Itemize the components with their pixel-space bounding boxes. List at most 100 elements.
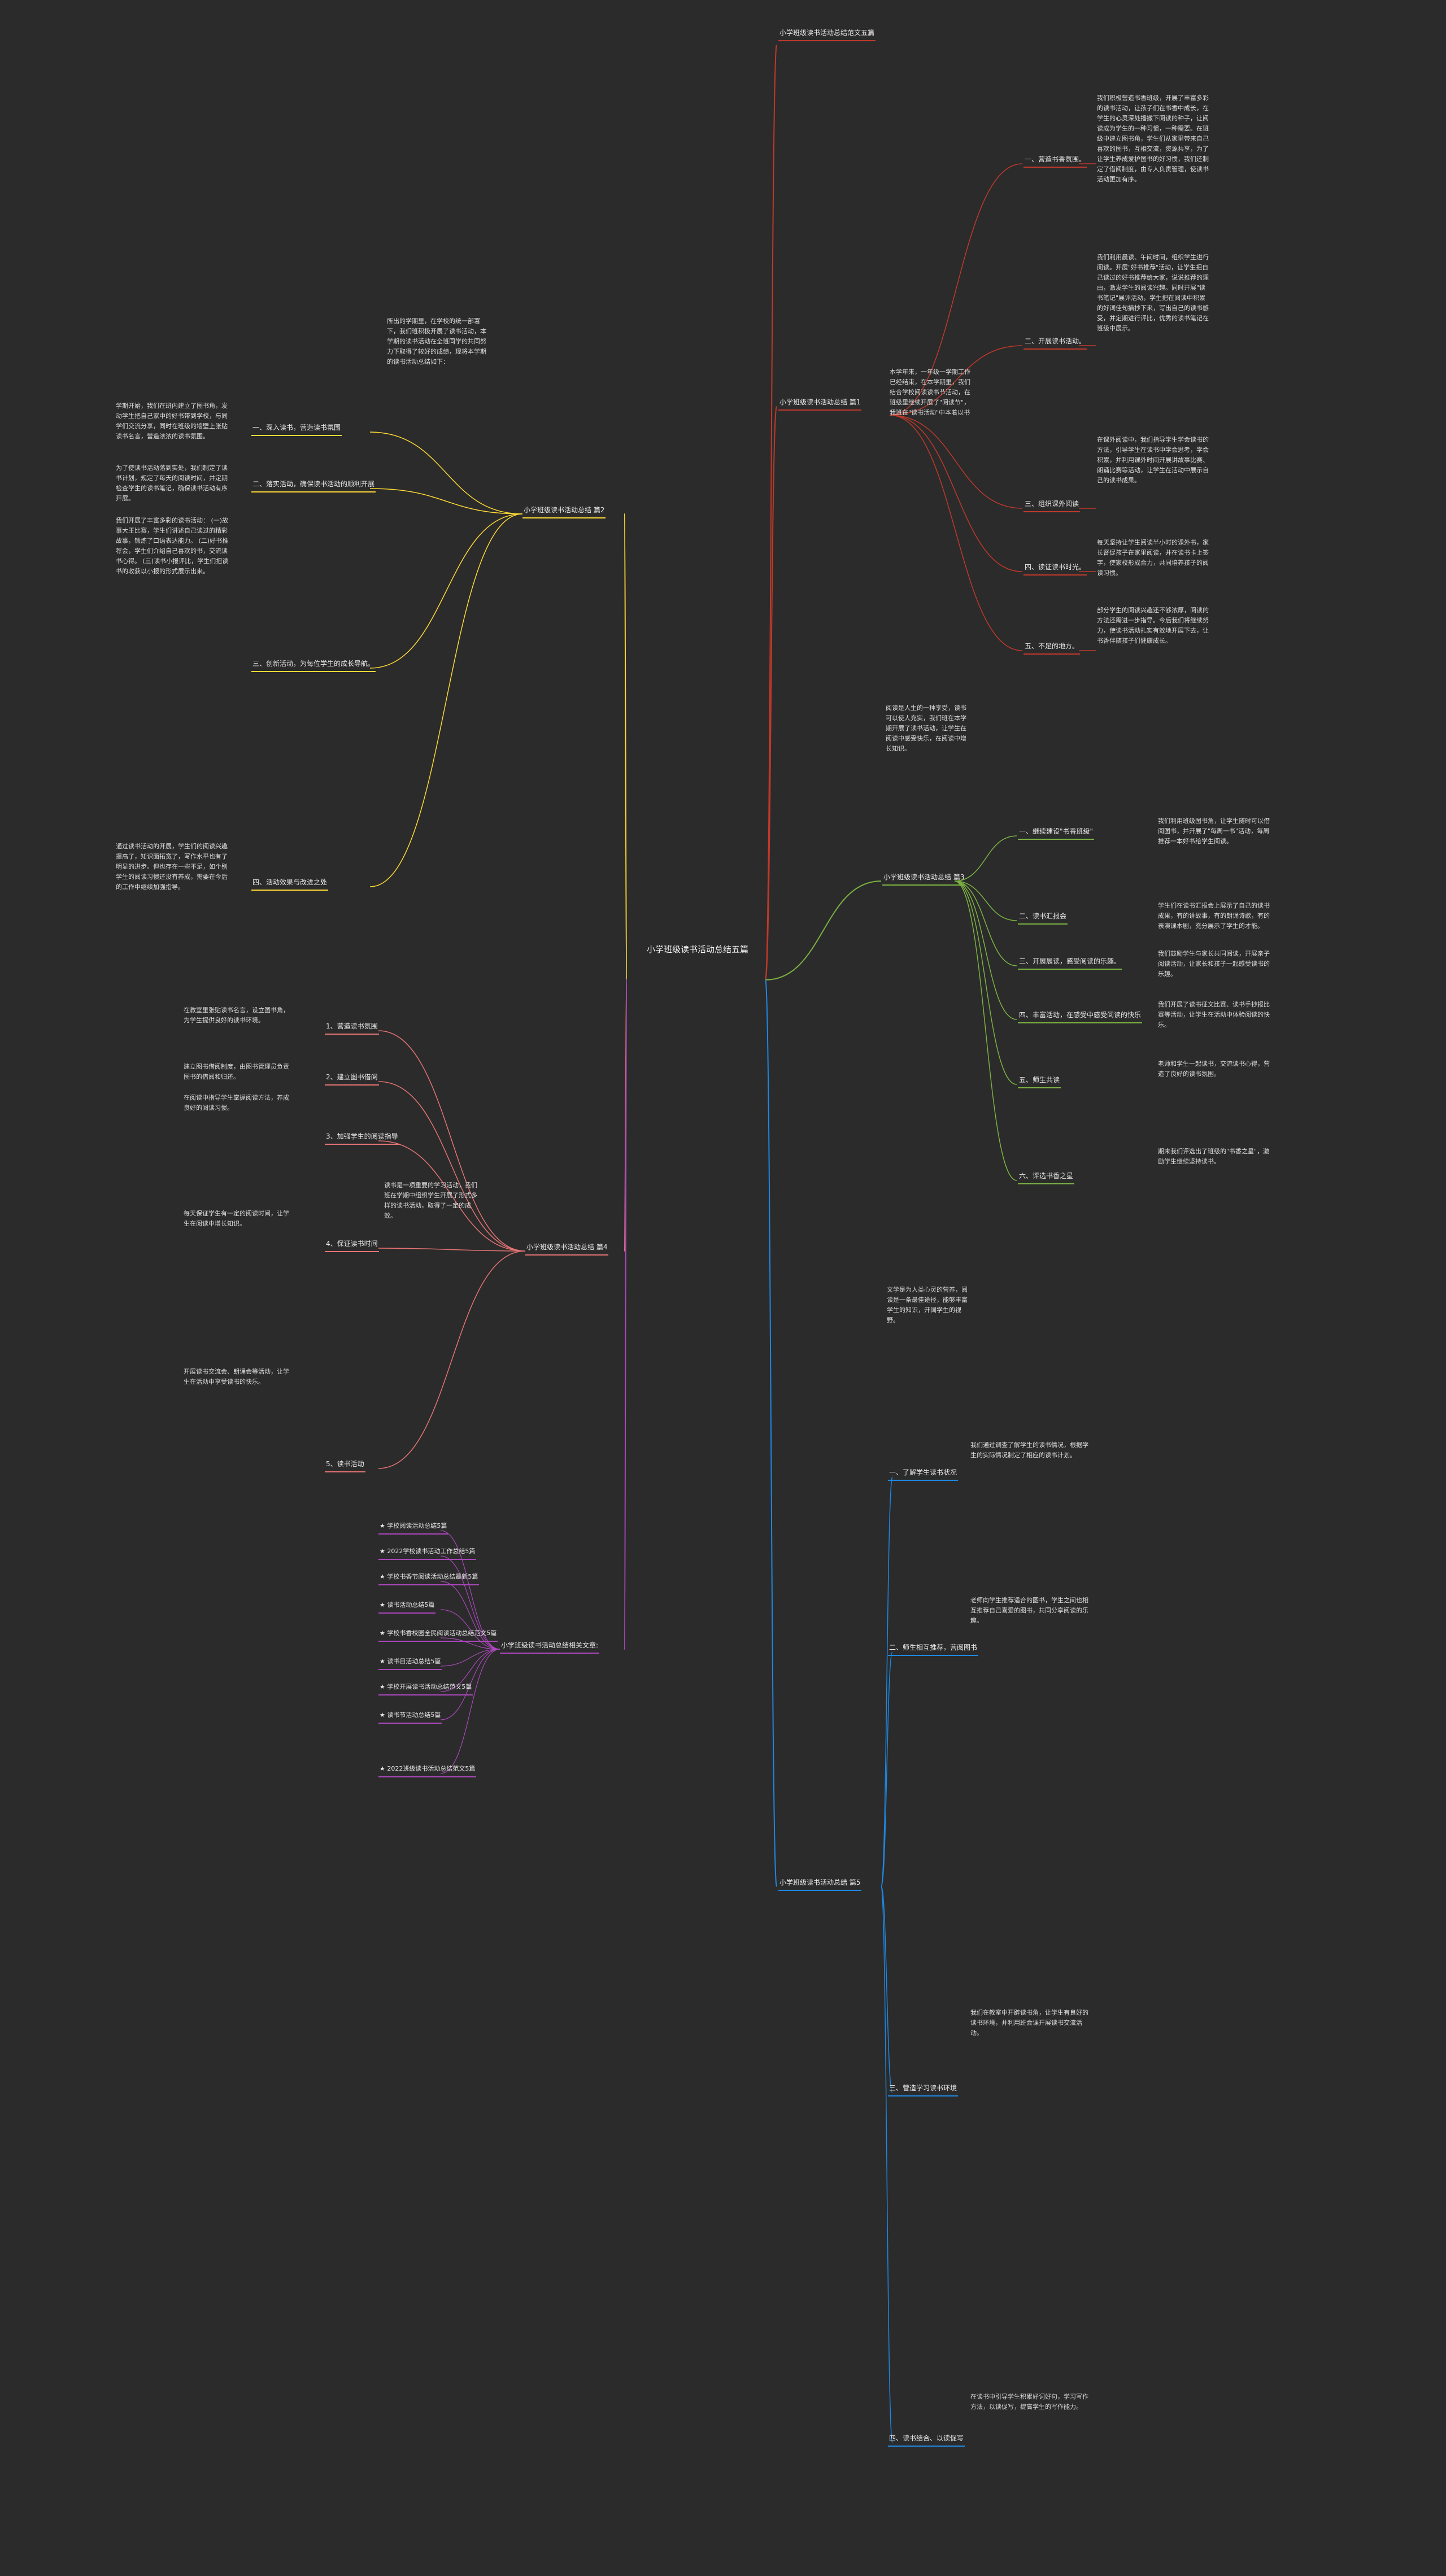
connector-line <box>378 1030 526 1252</box>
connector-line <box>765 881 882 980</box>
pian1-item-text: 部分学生的阅读兴趣还不够浓厚，阅读的方法还需进一步指导。今后我们将继续努力，使读… <box>1097 607 1209 644</box>
connector-line <box>378 1081 526 1252</box>
connector-line <box>440 1609 500 1650</box>
pian1-item[interactable]: 三、组织课外阅读 <box>1023 498 1081 512</box>
connector-line <box>954 881 1017 1181</box>
connector-line <box>889 415 1023 509</box>
pian3-item[interactable]: 四、丰富活动，在感受中感受阅读的快乐 <box>1018 1009 1143 1023</box>
pian1-item[interactable]: 四、读证读书时光。 <box>1023 561 1087 576</box>
related-article-link[interactable]: ★ 学校阅读活动总结5篇 <box>378 1520 448 1535</box>
root-topic[interactable]: 小学班级读书活动总结五篇 <box>646 944 748 954</box>
connector-line <box>440 1530 500 1650</box>
pian2-item[interactable]: 三、创新活动，为每位学生的成长导航。 <box>251 658 376 672</box>
pian2-item[interactable]: 二、落实活动，确保读书活动的顺利开展 <box>251 478 376 492</box>
related-article-link[interactable]: ★ 学校书香校园全民阅读活动总结范文5篇 <box>378 1628 498 1642</box>
pian3-item-text: 我们鼓励学生与家长共同阅读，开展亲子阅读活动，让家长和孩子一起感受读书的乐趣。 <box>1158 950 1270 978</box>
pian3-intro: 阅读是人生的一种享受，读书可以使人充实，我们班在本学期开展了读书活动，让学生在阅… <box>886 704 966 752</box>
pian2-item-text: 通过读书活动的开展，学生们的阅读兴趣提高了，知识面拓宽了，写作水平也有了明显的进… <box>116 843 228 891</box>
connector-line <box>624 513 628 980</box>
pian2-intro: 所出的学期里，在学校的统一部署下，我们班积极开展了读书活动，本学期的读书活动在全… <box>387 317 486 365</box>
related-article-link[interactable]: ★ 学校书香节阅读活动总结最新5篇 <box>378 1571 480 1585</box>
pian4-item-text: 在阅读中指导学生掌握阅读方法，养成良好的阅读习惯。 <box>184 1094 289 1112</box>
connector-line <box>889 415 1023 572</box>
pian2-item[interactable]: 四、活动效果与改进之处 <box>251 877 329 891</box>
pian5-item[interactable]: 二、师生相互推荐，营阅图书 <box>888 1642 979 1656</box>
pian4-item[interactable]: 4、保证读书时间 <box>325 1238 379 1252</box>
connector-line <box>889 345 1023 416</box>
pian5-item-text: 在读书中引导学生积累好词好句，学习写作方法，以读促写，提高学生的写作能力。 <box>970 2393 1088 2411</box>
connector-line <box>369 513 523 669</box>
pian4-intro: 读书是一项重要的学习活动，我们班在学期中组织学生开展了形式多样的读书活动，取得了… <box>384 1182 477 1219</box>
connector-line <box>954 881 1017 921</box>
pian3-item[interactable]: 六、评选书香之星 <box>1018 1170 1075 1184</box>
pian4-item[interactable]: 1、营造读书氛围 <box>325 1021 379 1035</box>
pian2-item-text: 我们开展了丰富多彩的读书活动： (一)故事大王比赛，学生们讲述自己读过的精彩故事… <box>116 517 229 575</box>
pian4-item-text: 每天保证学生有一定的阅读时间，让学生在阅读中增长知识。 <box>184 1210 289 1227</box>
pian4-item-text: 建立图书借阅制度，由图书管理员负责图书的借阅和归还。 <box>184 1063 289 1080</box>
pian4-item[interactable]: 3、加强学生的阅读指导 <box>325 1131 399 1145</box>
pian3-item-text: 老师和学生一起读书，交流读书心得，营造了良好的读书氛围。 <box>1158 1060 1270 1078</box>
related-article-link[interactable]: ★ 2022学校读书活动工作总结5篇 <box>378 1546 477 1560</box>
pian5-item-text: 我们在教室中开辟读书角，让学生有良好的读书环境，并利用班会课开展读书交流活动。 <box>970 2009 1088 2037</box>
pian5-item[interactable]: 三、营造学习读书环境 <box>888 2082 959 2096</box>
pian3-item[interactable]: 五、师生共读 <box>1018 1074 1061 1088</box>
connector-line <box>881 1476 893 1887</box>
connector-line <box>881 1651 893 1887</box>
connector-line <box>440 1649 500 1720</box>
pian2-item-text: 学期开始，我们在班内建立了图书角，发动学生把自己家中的好书带到学校，与同学们交流… <box>116 402 228 440</box>
pian1-item-text: 每天坚持让学生阅读半小时的课外书，家长督促孩子在家里阅读，并在读书卡上签字，使家… <box>1097 539 1209 577</box>
connector-line <box>378 1140 526 1252</box>
pian3-item-text: 期末我们评选出了班级的"书香之星"，激励学生继续坚持读书。 <box>1158 1148 1270 1165</box>
pian1-item[interactable]: 五、不足的地方。 <box>1023 640 1081 655</box>
connector-line <box>440 1649 500 1692</box>
connector-line <box>440 1649 500 1667</box>
pian3-item-text: 学生们在读书汇报会上展示了自己的读书成果，有的讲故事，有的朗诵诗歌，有的表演课本… <box>1158 902 1270 930</box>
related-article-link[interactable]: ★ 读书活动总结5篇 <box>378 1599 436 1614</box>
pian5-item-text: 我们通过调查了解学生的读书情况，根据学生的实际情况制定了相应的读书计划。 <box>970 1441 1088 1459</box>
connector-line <box>954 835 1017 882</box>
connector-line <box>765 406 777 980</box>
pian2-item[interactable]: 一、深入读书，营造读书氛围 <box>251 422 342 436</box>
pian5-intro: 文学是为人类心灵的营养，阅读是一条最佳途径，能够丰富学生的知识，开阔学生的视野。 <box>887 1286 968 1324</box>
branch-pian1[interactable]: 小学班级读书活动总结 篇1 <box>778 396 862 411</box>
connector-line <box>624 979 628 1650</box>
connector-line <box>369 488 523 515</box>
pian4-item[interactable]: 2、建立图书借阅 <box>325 1071 379 1086</box>
pian1-item[interactable]: 一、营造书香氛围。 <box>1023 154 1087 168</box>
connector-line <box>440 1555 500 1650</box>
branch-pian2[interactable]: 小学班级读书活动总结 篇2 <box>522 504 606 518</box>
related-article-link[interactable]: ★ 学校开展读书活动总结范文5篇 <box>378 1681 473 1695</box>
connector-line <box>954 881 1017 1020</box>
connector-line <box>765 979 777 1887</box>
pian3-item[interactable]: 三、开展展读，感受阅读的乐趣。 <box>1018 956 1122 970</box>
pian2-item-text: 为了使读书活动落到实处，我们制定了读书计划，规定了每天的阅读时间，并定期检查学生… <box>116 464 228 502</box>
branch-title[interactable]: 小学班级读书活动总结范文五篇 <box>778 27 876 41</box>
connector-line <box>369 513 523 887</box>
pian3-item[interactable]: 二、读书汇报会 <box>1018 910 1068 925</box>
related-article-link[interactable]: ★ 读书日活动总结5篇 <box>378 1656 442 1670</box>
connector-line <box>369 431 523 515</box>
related-article-link[interactable]: ★ 读书节活动总结5篇 <box>378 1710 442 1724</box>
connector-line <box>954 881 1017 1085</box>
pian5-item[interactable]: 一、了解学生读书状况 <box>888 1467 959 1481</box>
pian3-item[interactable]: 一、继续建设"书香班级" <box>1018 826 1095 840</box>
pian5-item-text: 老师向学生推荐适合的图书，学生之间也相互推荐自己喜爱的图书，共同分享阅读的乐趣。 <box>970 1597 1088 1624</box>
pian1-item[interactable]: 二、开展读书活动。 <box>1023 335 1087 350</box>
pian4-item[interactable]: 5、读书活动 <box>325 1458 365 1472</box>
pian1-item-text: 我们利用晨读、午间时间，组织学生进行阅读。开展"好书推荐"活动，让学生把自己读过… <box>1097 254 1209 332</box>
connector-line <box>881 1886 893 2093</box>
pian5-item[interactable]: 四、读书结合、以读促写 <box>888 2433 965 2447</box>
connector-line <box>889 163 1023 416</box>
branch-pian4[interactable]: 小学班级读书活动总结 篇4 <box>525 1241 609 1256</box>
related-article-link[interactable]: ★ 2022班级读书活动总结范文5篇 <box>378 1763 477 1777</box>
branch-pian3[interactable]: 小学班级读书活动总结 篇3 <box>882 871 966 886</box>
connector-line <box>889 415 1023 651</box>
connector-line <box>954 881 1017 966</box>
connector-line <box>378 1250 526 1469</box>
connector-line <box>440 1649 500 1774</box>
pian1-item-text: 我们积极营造书香班级，开展了丰富多彩的读书活动，让孩子们在书香中成长，在学生的心… <box>1097 94 1209 183</box>
branch-related[interactable]: 小学班级读书活动总结相关文章: <box>500 1640 600 1654</box>
branch-pian5[interactable]: 小学班级读书活动总结 篇5 <box>778 1877 862 1891</box>
pian1-intro: 本学年来，一年级一学期工作已经结束，在本学期里，我们结合学校阅读读书节活动，在班… <box>890 368 970 416</box>
